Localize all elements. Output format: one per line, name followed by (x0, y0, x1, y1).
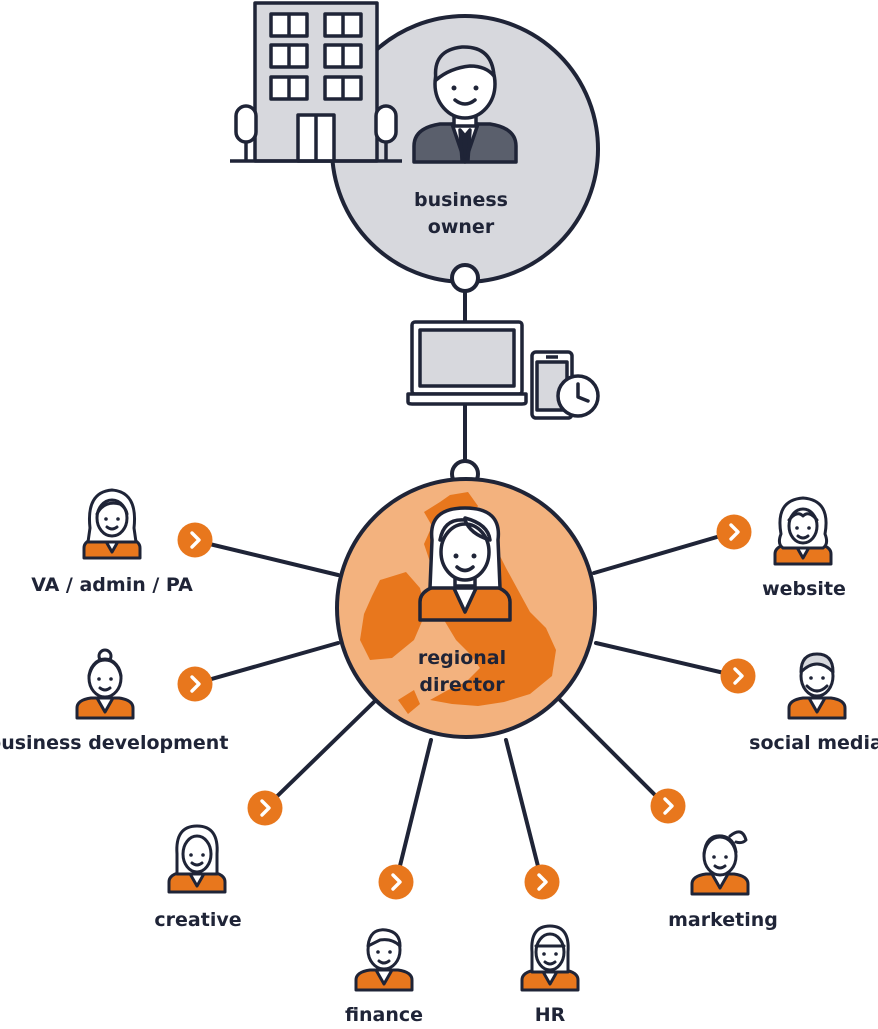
chevron-right-icon (175, 664, 215, 704)
creative-avatar-icon (167, 824, 227, 894)
spoke-label-social: social media (749, 732, 878, 754)
chevron-right-icon (245, 788, 285, 828)
spoke-label-hr: HR (534, 1004, 566, 1026)
finance-avatar-icon (354, 928, 414, 992)
spoke-avatars (75, 488, 847, 992)
director-avatar (418, 506, 512, 622)
spoke-label-creative: creative (154, 909, 242, 931)
chevron-right-icon (648, 786, 688, 826)
chevron-right-icon (522, 862, 562, 902)
chevron-right-icon (175, 520, 215, 560)
connector-bizdev (192, 641, 340, 686)
owner-connector-dot (450, 263, 480, 293)
connector-marketing (558, 698, 668, 808)
spoke-label-website: website (762, 578, 846, 600)
marketing-avatar-icon (690, 830, 750, 896)
chevron-right-icon (718, 656, 758, 696)
connectors (192, 288, 739, 884)
chevron-right-icon (376, 862, 416, 902)
spoke-label-finance: finance (344, 1004, 424, 1026)
va-avatar-icon (82, 488, 142, 560)
connector-finance (394, 738, 433, 884)
connector-social (594, 641, 739, 678)
director-label-line2: director (419, 674, 505, 696)
director-label-line1: regional (418, 647, 506, 669)
connector-hr (504, 738, 544, 884)
office-building-icon (230, 1, 402, 163)
bizdev-avatar-icon (75, 648, 135, 720)
chevron-right-icon (714, 512, 754, 552)
owner-avatar (412, 45, 518, 164)
business-owner-node: business owner (230, 1, 600, 293)
owner-label-line1: business (414, 189, 508, 211)
spoke-label-bizdev: business development (0, 732, 229, 754)
connector-va (195, 539, 340, 577)
spoke-label-marketing: marketing (668, 909, 778, 931)
connector-website (592, 530, 736, 575)
social-avatar-icon (787, 652, 847, 720)
regional-director-node: regional director (335, 459, 597, 739)
connector-creative (263, 698, 378, 810)
devices (406, 320, 600, 420)
laptop-icon (406, 320, 528, 406)
spoke-label-va: VA / admin / PA (31, 574, 193, 596)
owner-label-line2: owner (428, 216, 495, 238)
clock-icon (556, 374, 600, 418)
hr-avatar-icon (520, 924, 580, 992)
website-avatar-icon (773, 496, 833, 566)
